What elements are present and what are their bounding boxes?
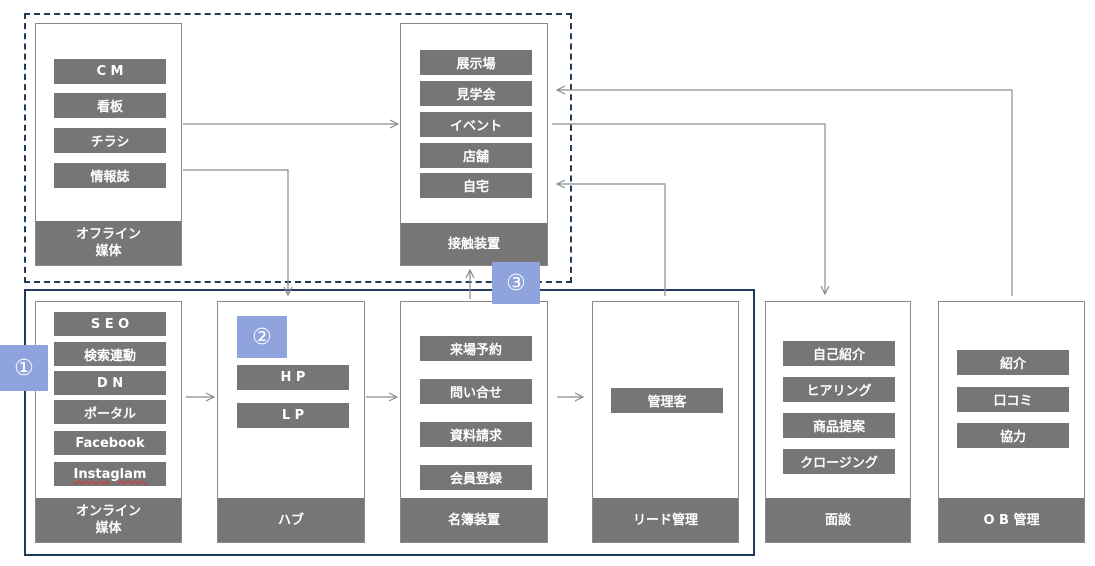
hub-item-hp: H P [237, 365, 349, 390]
lead-management-column: 管理客 リード管理 [592, 301, 739, 543]
ob-item-word-of-mouth: 口コミ [957, 387, 1069, 412]
arrow-ob-to-contact [557, 90, 1013, 296]
online-media-label: オンライン 媒体 [36, 498, 181, 542]
lead-management-label: リード管理 [593, 498, 738, 542]
badge-two: ② [237, 316, 287, 358]
ob-item-cooperation: 協力 [957, 423, 1069, 448]
contact-item-tour: 見学会 [420, 81, 532, 106]
registry-device-label: 名簿装置 [401, 498, 547, 542]
online-item-seo: S E O [54, 312, 166, 336]
online-item-instagram: Instaglam [54, 462, 166, 486]
online-item-search-ads: 検索連動 [54, 342, 166, 366]
hub-label: ハブ [218, 498, 364, 542]
contact-item-store: 店舗 [420, 143, 532, 168]
badge-three: ③ [492, 262, 540, 304]
offline-item-cm: C M [54, 59, 166, 84]
arrow-contact-to-meeting [552, 123, 825, 294]
arrow-lead-to-contact [557, 184, 666, 296]
online-item-portal: ポータル [54, 400, 166, 424]
hub-item-lp: L P [237, 403, 349, 428]
registry-item-brochure-request: 資料請求 [420, 422, 532, 447]
online-item-facebook: Facebook [54, 431, 166, 455]
meeting-label: 面談 [766, 498, 910, 542]
online-media-column: S E O 検索連動 D N ポータル Facebook Instaglam オ… [35, 301, 182, 543]
offline-item-signboard: 看板 [54, 93, 166, 118]
meeting-item-closing: クロージング [783, 449, 895, 474]
offline-group-frame [24, 13, 572, 283]
lead-item-managed-customer: 管理客 [611, 388, 723, 413]
arrow-offline-to-hub [183, 169, 288, 295]
online-group-frame [24, 289, 755, 556]
offline-media-column: C M 看板 チラシ 情報誌 オフライン 媒体 [35, 23, 182, 266]
ob-management-column: 紹介 口コミ 協力 O B 管理 [938, 301, 1085, 543]
contact-device-label: 接触装置 [401, 223, 547, 265]
registry-item-member-signup: 会員登録 [420, 465, 532, 490]
offline-item-flyer: チラシ [54, 128, 166, 153]
online-item-dn: D N [54, 371, 166, 395]
contact-item-showroom: 展示場 [420, 50, 532, 75]
contact-item-event: イベント [420, 112, 532, 137]
ob-management-label: O B 管理 [939, 498, 1084, 542]
meeting-item-product-proposal: 商品提案 [783, 413, 895, 438]
registry-device-column: 来場予約 問い合せ 資料請求 会員登録 名簿装置 [400, 301, 548, 543]
contact-device-column: 展示場 見学会 イベント 店舗 自宅 接触装置 [400, 23, 548, 266]
meeting-column: 自己紹介 ヒアリング 商品提案 クロージング 面談 [765, 301, 911, 543]
ob-item-referral: 紹介 [957, 350, 1069, 375]
badge-one: ① [0, 345, 48, 391]
offline-item-magazine: 情報誌 [54, 163, 166, 188]
registry-item-visit-booking: 来場予約 [420, 336, 532, 361]
meeting-item-hearing: ヒアリング [783, 377, 895, 402]
offline-media-label: オフライン 媒体 [36, 221, 181, 265]
registry-item-inquiry: 問い合せ [420, 379, 532, 404]
meeting-item-self-intro: 自己紹介 [783, 341, 895, 366]
contact-item-home: 自宅 [420, 173, 532, 198]
online-item-instagram-text: Instaglam [73, 466, 147, 482]
